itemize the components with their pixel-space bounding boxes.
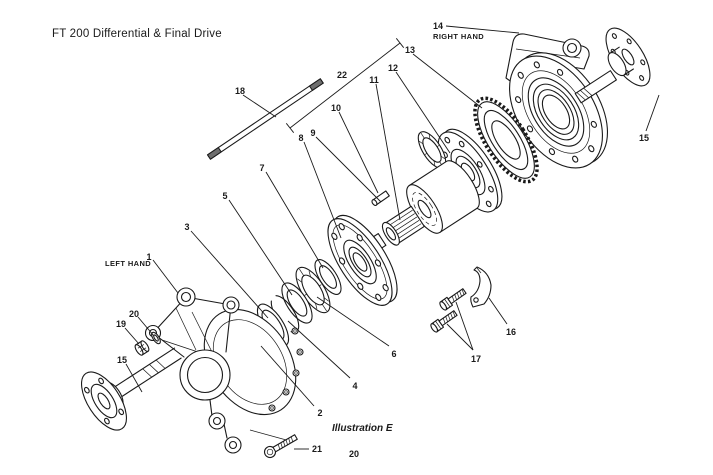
shim-washer <box>314 259 342 295</box>
lock-nut <box>134 340 150 356</box>
left-housing-bracket <box>144 287 242 454</box>
right-hand-label: RIGHT HAND <box>433 32 484 41</box>
tie-rod <box>206 78 324 160</box>
page-title: FT 200 Differential & Final Drive <box>52 28 222 40</box>
crown-wheel <box>473 96 539 184</box>
callout-11: 11 <box>369 75 379 85</box>
illustration-caption: Illustration E <box>332 423 393 434</box>
callout-13: 13 <box>405 45 415 55</box>
taper-bearing <box>295 266 331 314</box>
splined-coupling-sleeve <box>406 160 480 234</box>
callout-10: 10 <box>331 103 341 113</box>
carrier-bearing <box>417 131 447 169</box>
differential-carrier-flange <box>437 128 503 213</box>
right-hand-housing <box>505 33 609 169</box>
left-hand-label: LEFT HAND <box>105 259 151 268</box>
callout-14: 14 <box>433 21 443 31</box>
callout-6: 6 <box>391 349 396 359</box>
callout-15-left: 15 <box>117 355 127 365</box>
callout-8: 8 <box>298 133 303 143</box>
callout-9: 9 <box>310 128 315 138</box>
callout-3: 3 <box>184 222 189 232</box>
callout-17: 17 <box>471 354 481 364</box>
callout-7: 7 <box>259 163 264 173</box>
callout-4: 4 <box>352 381 357 391</box>
splined-shaft <box>381 205 425 246</box>
span-indicator-line <box>285 38 405 133</box>
drive-key-pin <box>371 190 390 206</box>
cap-bolt-2 <box>429 308 459 334</box>
callout-2: 2 <box>317 408 322 418</box>
leader-lines <box>124 25 660 450</box>
bearing-retainer-flange <box>327 214 398 306</box>
callout-18: 18 <box>235 86 245 96</box>
left-axle-shaft <box>81 347 182 431</box>
callout-19: 19 <box>116 319 126 329</box>
callout-20: 20 <box>129 309 139 319</box>
callout-12: 12 <box>388 63 398 73</box>
lock-strap <box>470 266 492 308</box>
right-axle-flange <box>605 27 651 87</box>
callout-numbers: 1 2 3 4 5 6 7 8 9 10 11 12 13 14 15 15 1… <box>116 21 649 454</box>
callout-16: 16 <box>506 327 516 337</box>
cap-bolt-1 <box>438 286 468 312</box>
housing-bolt <box>249 429 298 459</box>
callout-22: 22 <box>337 70 347 80</box>
right-axle-shaft <box>574 27 651 104</box>
page-number: 20 <box>349 449 359 459</box>
callout-21: 21 <box>312 444 322 454</box>
callout-1: 1 <box>146 252 151 262</box>
callout-5: 5 <box>222 191 227 201</box>
callout-15-right: 15 <box>639 133 649 143</box>
